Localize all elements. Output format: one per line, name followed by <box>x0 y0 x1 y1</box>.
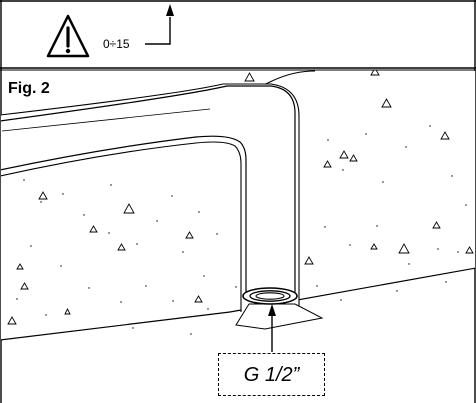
warning-triangle-icon <box>46 14 90 58</box>
embedded-pipe <box>1 85 296 295</box>
thread-size-callout: G 1/2” <box>218 353 325 396</box>
pipe-base-plate <box>235 303 324 330</box>
threaded-fitting <box>242 287 298 305</box>
aggregate-triangles <box>7 70 474 325</box>
range-label: 0÷15 <box>103 37 130 51</box>
upward-arrow-icon <box>145 4 174 45</box>
figure-label: Fig. 2 <box>8 80 50 97</box>
thread-size-label: G 1/2” <box>243 363 300 386</box>
callout-arrow <box>268 304 276 352</box>
